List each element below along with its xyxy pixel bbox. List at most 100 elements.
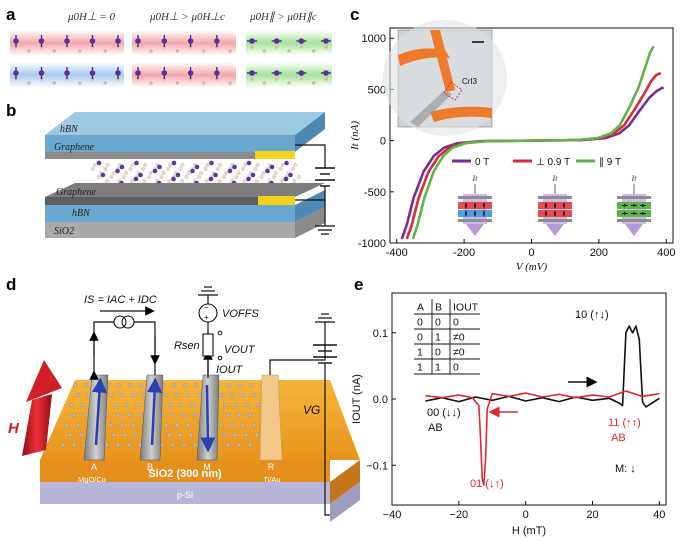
graphene-particle	[79, 403, 84, 408]
vout-terminal-bottom	[217, 355, 223, 361]
iodine-atom	[261, 170, 266, 176]
panel-a: a μ0H⊥ = 0 μ0H⊥ > μ0H⊥c μ0H∥ > μ0H∥c	[6, 5, 332, 88]
label-iout: IOUT	[216, 364, 244, 376]
graphene-particle	[64, 423, 69, 428]
chart-c-x-tick-label: 200	[590, 247, 608, 259]
iodine-atom	[217, 178, 222, 184]
iodine-atom	[165, 166, 171, 172]
iodine-atom	[221, 174, 227, 180]
iodine-atom	[167, 178, 172, 184]
graphene-particle	[247, 443, 252, 448]
annotation-10: 10 (↑↓)	[575, 309, 609, 321]
legend-label-0t: 0 T	[475, 157, 489, 168]
annotation-ab-red: AB	[611, 432, 626, 444]
electrode-a: A	[83, 374, 109, 472]
chromium-atom	[161, 70, 168, 76]
iodine-atom	[26, 81, 31, 85]
chromium-atom	[213, 172, 218, 178]
iodine-atom	[240, 166, 246, 172]
panel-d-letter: d	[6, 275, 16, 294]
chromium-atom	[288, 172, 293, 178]
truth-table-cell: 0	[417, 332, 423, 344]
graphene-particle	[170, 413, 175, 418]
sio2-front	[45, 222, 295, 238]
panel-a-header-0: μ0H⊥ = 0	[67, 11, 115, 23]
chromium-atom	[133, 176, 139, 182]
state-icon-atom	[464, 204, 468, 207]
chart-c-y-tick-label: 1000	[362, 33, 386, 45]
truth-table-cell: ≠0	[453, 332, 465, 344]
state-icon-atom	[553, 212, 557, 215]
iodine-atom	[292, 178, 297, 184]
chart-c-legend: 0 T ⊥ 0.9 T ∥ 9 T	[452, 157, 621, 168]
top-hbn-top-face	[45, 112, 325, 135]
graphene-particle	[138, 383, 143, 388]
iodine-atom	[77, 81, 82, 85]
iodine-atom	[77, 49, 82, 53]
label-bottom-graphene: Graphene	[56, 187, 97, 198]
graphene-particle	[188, 433, 193, 438]
graphene-particle	[75, 393, 80, 398]
iodine-atom	[274, 45, 279, 49]
chart-c-x-tick-label: 400	[657, 247, 675, 259]
graphene-particle	[126, 443, 131, 448]
chromium-atom	[208, 176, 214, 182]
chromium-atom	[227, 168, 233, 174]
chart-e-y-label: IOUT (nA)	[351, 374, 363, 424]
voffs-plus: +	[204, 313, 209, 322]
chart-c-x-tick-label: 0	[528, 247, 534, 259]
panel-a-header-2: μ0H∥ > μ0H∥c	[249, 11, 317, 23]
top-gold-contact	[255, 151, 295, 159]
state-icon-graphene-bottom	[538, 219, 572, 222]
iodine-atom	[103, 166, 108, 172]
chart-c-x-tick-label: -400	[386, 247, 408, 259]
cri3-lattice	[90, 160, 302, 188]
iodine-atom	[299, 45, 304, 49]
graphene-particle	[185, 393, 190, 398]
graphene-particle	[225, 443, 230, 448]
chromium-atom	[175, 172, 181, 178]
truth-table-cell: 0	[417, 317, 423, 329]
chromium-atom	[138, 172, 143, 178]
chart-c-x-label: V (mV)	[516, 261, 548, 273]
truth-table-cell: 1	[417, 362, 423, 374]
chromium-atom	[134, 160, 139, 166]
iodine-atom	[92, 162, 98, 168]
chromium-atom	[273, 38, 280, 44]
state-icon-label: It	[472, 174, 479, 183]
graphene-particle	[83, 383, 88, 388]
chart-e-y-tick-label: 0.0	[373, 394, 388, 406]
iodine-atom	[217, 162, 223, 168]
label-is: IS = IAC + IDC	[84, 294, 157, 306]
graphene-particle	[189, 403, 194, 408]
h-arrow-shaft	[22, 394, 52, 456]
psi-front-face	[40, 482, 330, 504]
chromium-atom	[250, 172, 256, 178]
top-hbn-front-face	[45, 135, 295, 152]
electrode-r: R	[259, 374, 283, 472]
iodine-atom	[201, 81, 206, 85]
electrode-r-label: R	[268, 462, 275, 472]
inset-label: CrI3	[462, 77, 478, 86]
chromium-atom	[209, 160, 214, 166]
iodine-atom	[175, 49, 180, 53]
label-rsen: Rsen	[174, 340, 200, 352]
chart-e-x-tick-label: 0	[523, 509, 529, 521]
graphene-particle	[167, 403, 172, 408]
label-sio2-300: SiO2 (300 nm)	[148, 468, 222, 480]
chromium-atom	[100, 172, 106, 178]
annotation-ab-black: AB	[428, 422, 443, 434]
iodine-atom	[287, 49, 291, 53]
label-h: H	[8, 420, 20, 437]
chromium-atom	[115, 70, 121, 76]
chromium-atom	[171, 176, 176, 182]
iodine-atom	[296, 174, 302, 180]
iodine-atom	[52, 49, 57, 53]
graphene-particle	[254, 433, 259, 438]
graphene-particle	[226, 383, 231, 388]
iodine-atom	[146, 174, 152, 180]
chromium-atom	[96, 160, 102, 166]
iodine-atom	[324, 45, 328, 49]
